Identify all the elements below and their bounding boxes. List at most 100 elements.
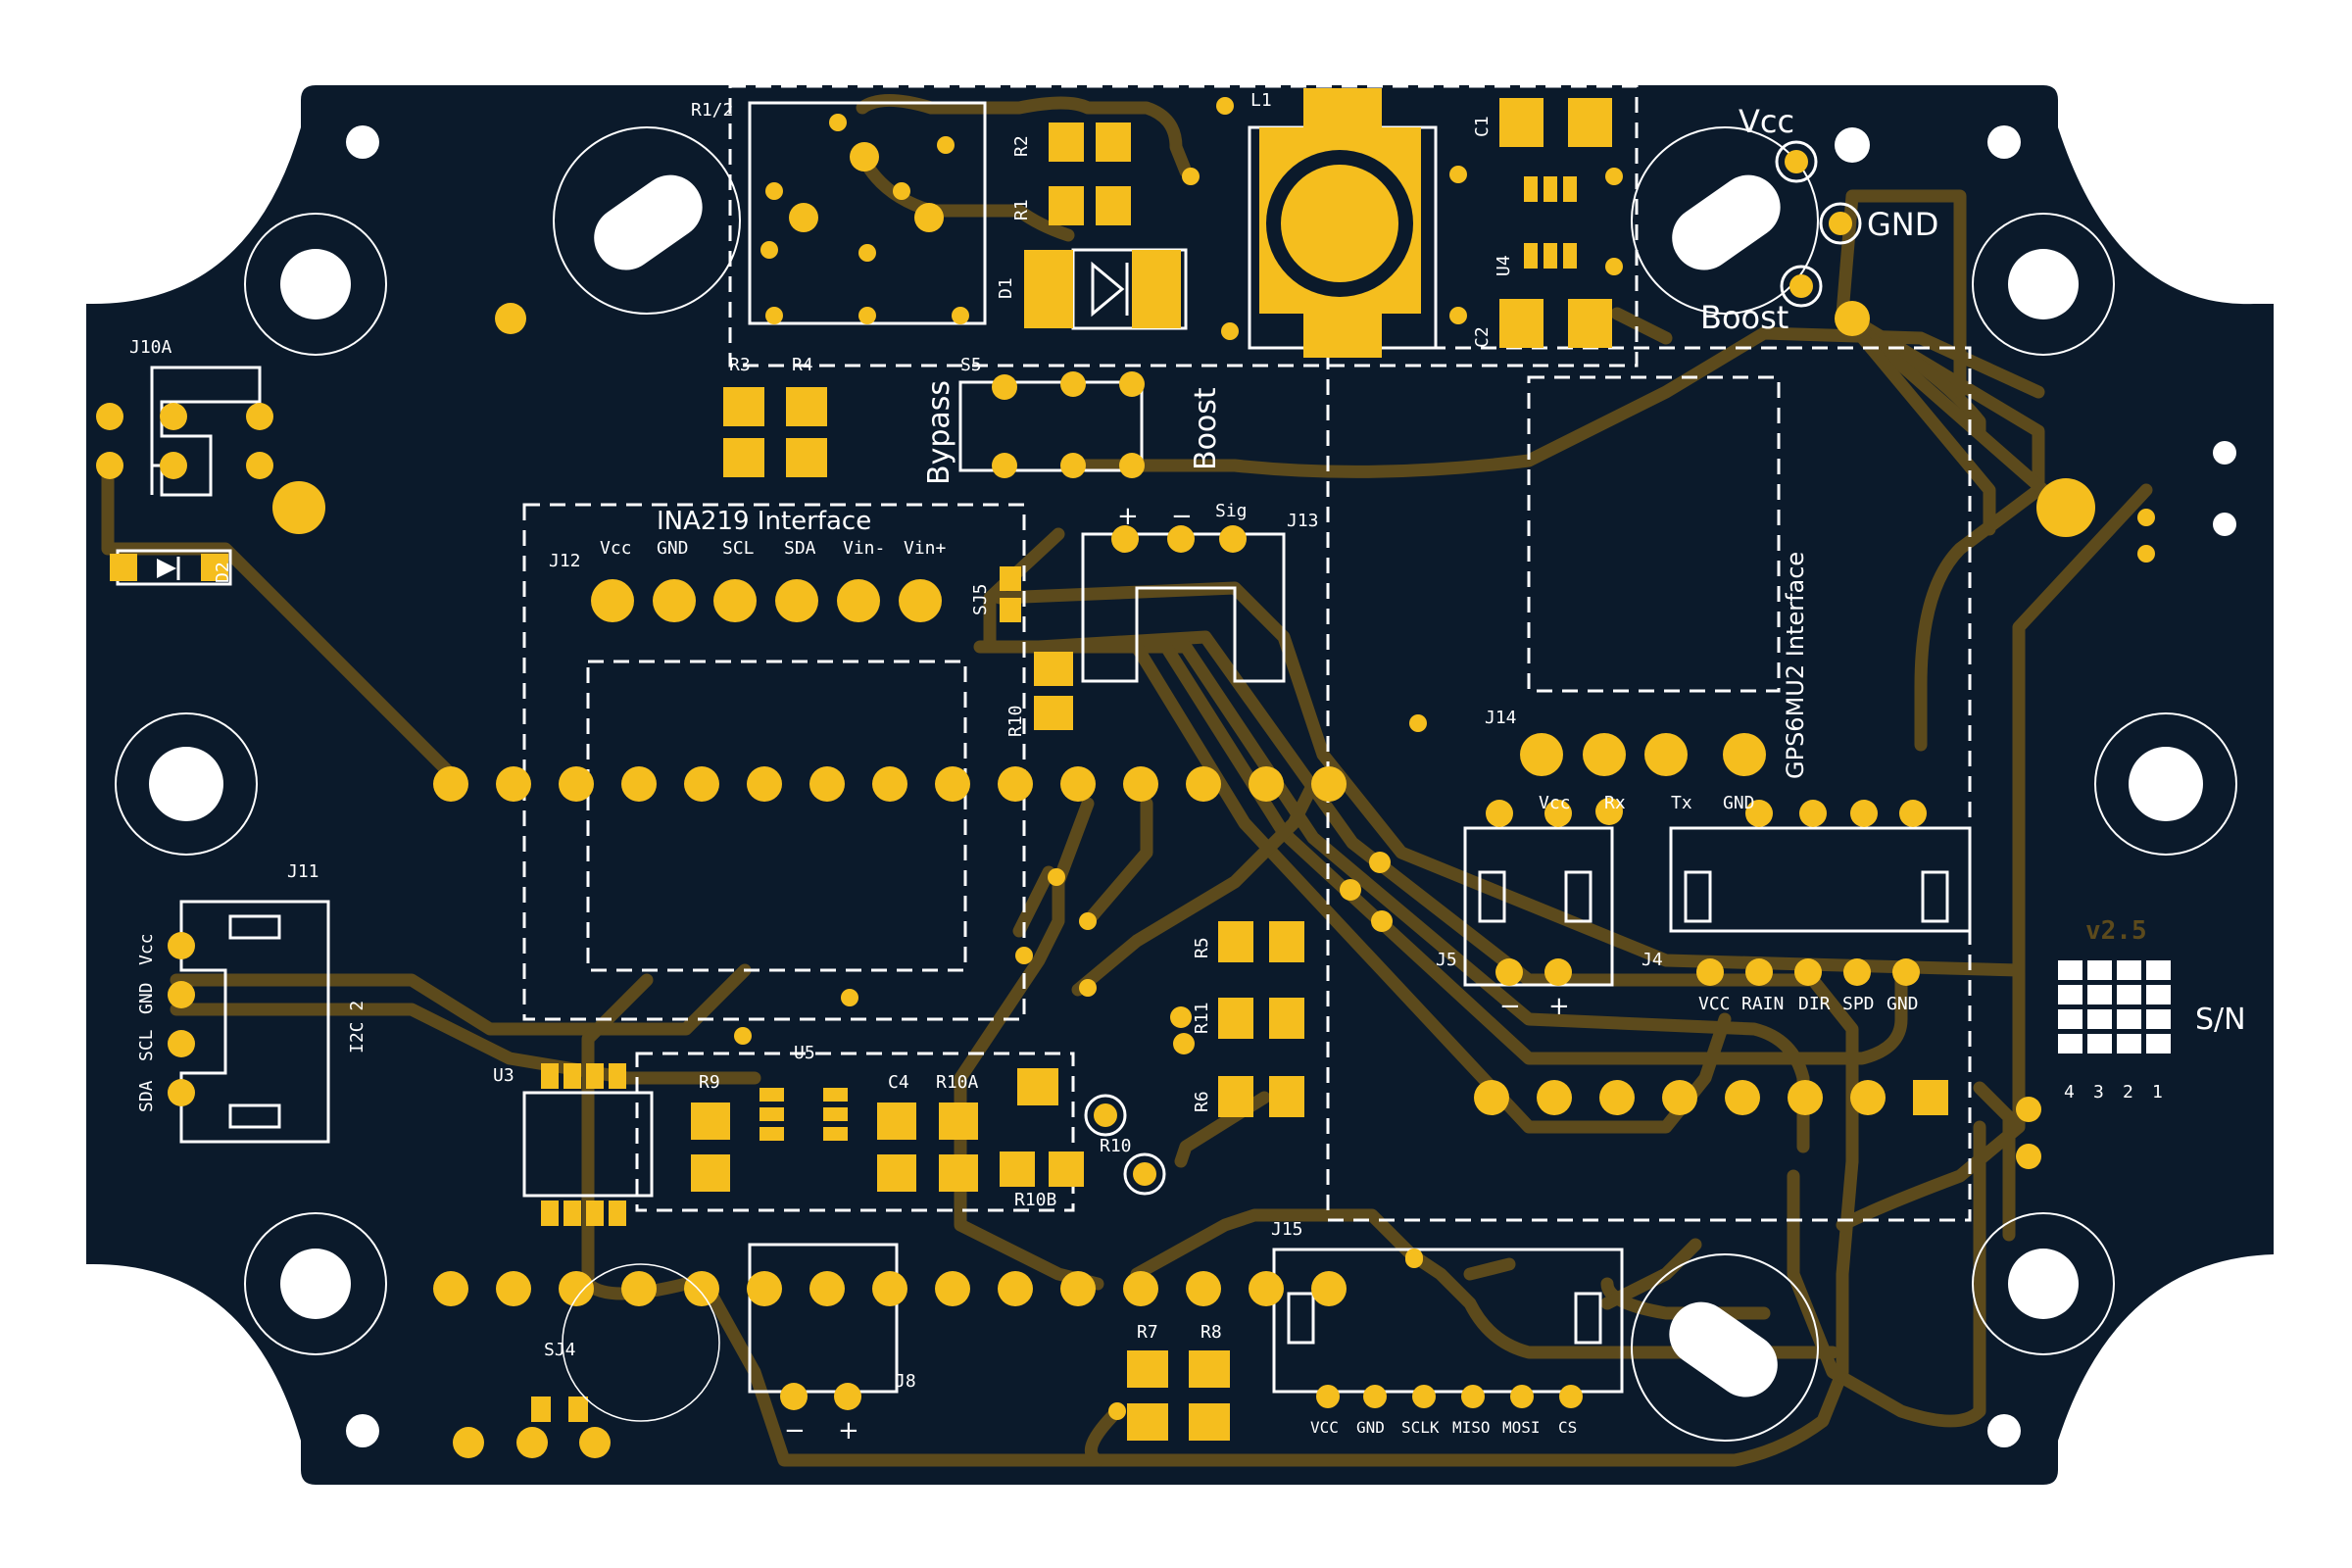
small-hole-top (1835, 127, 1870, 163)
version-label: v2.5 (2085, 916, 2147, 946)
label-j15-cs: CS (1558, 1418, 1577, 1437)
label-sj4: SJ4 (544, 1340, 576, 1360)
corner-hole-tl (346, 125, 379, 159)
label-gps-rx: Rx (1604, 793, 1626, 813)
label-bypass: Bypass (922, 380, 956, 485)
label-c4: C4 (888, 1072, 909, 1093)
label-ina-vinm: Vin- (843, 538, 885, 559)
label-j8: J8 (895, 1371, 916, 1392)
through-hole-pads (96, 97, 2155, 1458)
label-j13-sig: Sig (1215, 501, 1248, 521)
label-gps: GPS6MU2 Interface (1782, 552, 1809, 779)
corner-hole-br (1987, 1414, 2021, 1447)
label-j15-gnd: GND (1356, 1418, 1385, 1437)
label-r1: R1 (1011, 199, 1032, 220)
label-gps-tx: Tx (1671, 793, 1692, 813)
mounting-holes (115, 125, 2237, 1447)
label-i2c-vcc: Vcc (136, 933, 157, 965)
serial-digit-1: 1 (2152, 1082, 2163, 1102)
label-j15-miso: MISO (1452, 1418, 1491, 1437)
label-j5-plus: + (1548, 992, 1570, 1021)
enclosure-slot-top-left (553, 126, 741, 315)
label-j8-plus: + (838, 1416, 859, 1446)
label-j15-mosi: MOSI (1502, 1418, 1541, 1437)
label-i2c2: I2C 2 (347, 1001, 368, 1054)
label-d2: D2 (213, 562, 233, 583)
label-r5: R5 (1192, 937, 1212, 958)
label-ina-scl: SCL (722, 538, 755, 559)
label-r10b: R10B (1014, 1190, 1056, 1210)
label-j11: J11 (287, 861, 319, 882)
label-j4-gnd: GND (1886, 994, 1919, 1014)
corner-hole-tr (1987, 125, 2021, 159)
small-hole-right-2 (2213, 513, 2236, 536)
label-j8-minus: − (784, 1416, 806, 1446)
label-sj5: SJ5 (970, 583, 991, 615)
label-j10a: J10A (129, 337, 172, 358)
label-i2c-gnd: GND (136, 982, 157, 1014)
mount-hole-mid-left (115, 712, 258, 856)
label-j13-plus: + (1117, 502, 1139, 531)
label-j15-vcc: VCC (1310, 1418, 1339, 1437)
serial-number-grid (2058, 960, 2171, 1054)
label-j4-vcc: VCC (1698, 994, 1731, 1014)
serial-label: S/N (2195, 1003, 2246, 1037)
enclosure-slot-bottom-right (1631, 1253, 1819, 1442)
label-l1: L1 (1250, 90, 1272, 111)
label-u5: U5 (794, 1043, 815, 1063)
label-r4: R4 (792, 355, 813, 375)
label-j5: J5 (1436, 950, 1457, 970)
small-hole-right-1 (2213, 441, 2236, 465)
diode-d1-symbol (1091, 261, 1129, 318)
serial-digit-3: 3 (2093, 1082, 2104, 1102)
power-pin-outlines (562, 140, 1862, 1422)
label-r8: R8 (1200, 1322, 1222, 1343)
label-j12: J12 (549, 551, 581, 571)
board-substrate (86, 85, 2274, 1485)
label-j14: J14 (1485, 708, 1517, 728)
label-s5: S5 (960, 355, 982, 375)
serial-digit-2: 2 (2123, 1082, 2133, 1102)
label-j5-minus: − (1499, 992, 1521, 1021)
mount-hole-bottom-left (244, 1212, 387, 1355)
label-ina-gnd: GND (657, 538, 689, 559)
label-r2: R2 (1011, 135, 1032, 157)
label-r10a: R10A (936, 1072, 979, 1093)
label-j15-sclk: SCLK (1401, 1418, 1440, 1437)
label-vcc: Vcc (1739, 103, 1794, 140)
label-r10-bottom: R10 (1100, 1136, 1132, 1156)
label-ina-vinp: Vin+ (904, 538, 947, 559)
serial-digit-4: 4 (2064, 1082, 2075, 1102)
label-boost-switch: Boost (1189, 387, 1223, 470)
label-ina219: INA219 Interface (657, 507, 871, 536)
silkscreen-outlines (116, 84, 1972, 1394)
label-gps-gnd: GND (1723, 793, 1755, 813)
label-boost-power: Boost (1700, 299, 1788, 336)
label-ina-sda: SDA (784, 538, 816, 559)
label-r3: R3 (729, 355, 751, 375)
copper-traces (101, 94, 2153, 1467)
mount-hole-bottom-right (1972, 1212, 2115, 1355)
corner-hole-bl (346, 1414, 379, 1447)
label-c2: C2 (1472, 326, 1493, 348)
mount-hole-top-right (1972, 213, 2115, 356)
label-r11: R11 (1192, 1002, 1212, 1034)
label-r9: R9 (699, 1072, 720, 1093)
label-r6: R6 (1192, 1091, 1212, 1112)
label-u4: U4 (1494, 255, 1514, 276)
enclosure-slot-top-right (1631, 126, 1819, 315)
label-j4-rain: RAIN (1741, 994, 1784, 1014)
label-j13: J13 (1287, 511, 1319, 531)
label-u3: U3 (493, 1065, 514, 1086)
label-i2c-sda: SDA (136, 1080, 157, 1112)
label-r10-top: R10 (1005, 705, 1026, 737)
label-i2c-scl: SCL (136, 1029, 157, 1061)
mount-hole-top-left (244, 213, 387, 356)
smd-pads (110, 88, 1612, 1441)
label-d1: D1 (996, 277, 1016, 299)
label-j4: J4 (1642, 950, 1663, 970)
silkscreen-labels: R1/2 R2 R1 D1 L1 C1 U4 C2 Vcc GND Boost … (129, 90, 2246, 1446)
label-gps-vcc: Vcc (1539, 793, 1571, 813)
label-j4-spd: SPD (1842, 994, 1875, 1014)
